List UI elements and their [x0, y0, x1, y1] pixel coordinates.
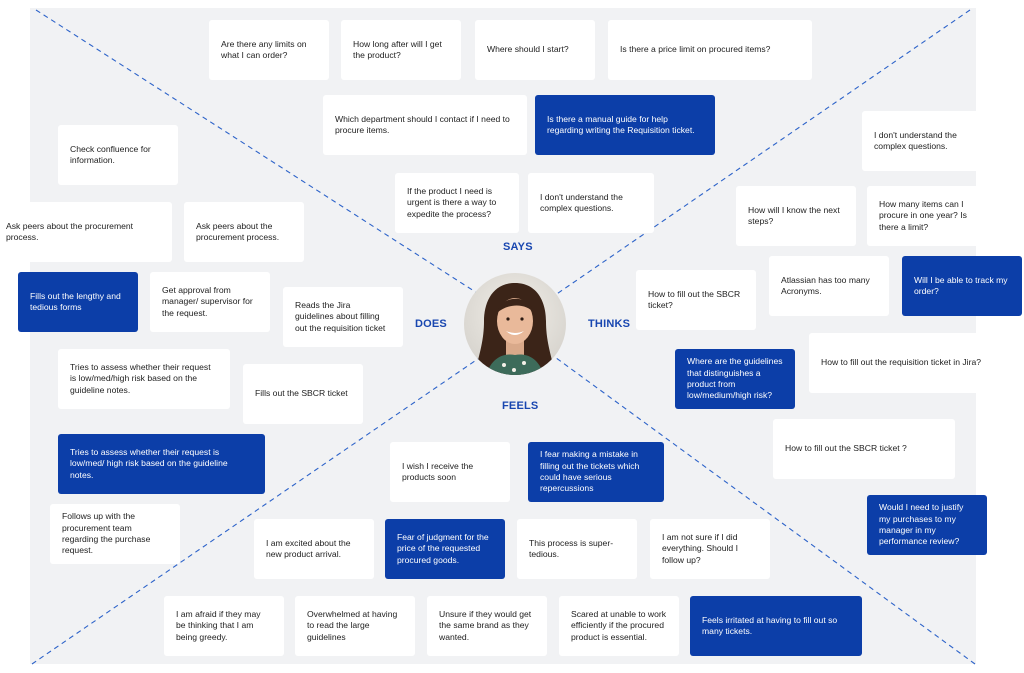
- says-note: Where should I start?: [475, 20, 595, 80]
- says-note: If the product I need is urgent is there…: [395, 173, 519, 233]
- thinks-note: How many items can I procure in one year…: [867, 186, 997, 246]
- persona-portrait-image: [474, 283, 556, 375]
- thinks-note: How will I know the next steps?: [736, 186, 856, 246]
- says-note: Which department should I contact if I n…: [323, 95, 527, 155]
- says-note: Are there any limits on what I can order…: [209, 20, 329, 80]
- says-note: I don't understand the complex questions…: [528, 173, 654, 233]
- feels-label: FEELS: [502, 400, 539, 412]
- does-note: Get approval from manager/ supervisor fo…: [150, 272, 270, 332]
- persona-avatar: [464, 273, 566, 375]
- does-note-highlighted: Fills out the lengthy and tedious forms: [18, 272, 138, 332]
- feels-note-highlighted: Fear of judgment for the price of the re…: [385, 519, 505, 579]
- thinks-note: I don't understand the complex questions…: [862, 111, 990, 171]
- feels-note: I wish I receive the products soon: [390, 442, 510, 502]
- thinks-label: THINKS: [588, 318, 631, 330]
- does-note: Fills out the SBCR ticket: [243, 364, 363, 424]
- feels-note: Overwhelmed at having to read the large …: [295, 596, 415, 656]
- thinks-note: How to fill out the SBCR ticket ?: [773, 419, 955, 479]
- says-note: How long after will I get the product?: [341, 20, 461, 80]
- does-note: Tries to assess whether their request is…: [58, 349, 230, 409]
- thinks-note: How to fill out the SBCR ticket?: [636, 270, 756, 330]
- divider-line-bottom-left: [31, 351, 489, 665]
- thinks-note-highlighted: Will I be able to track my order?: [902, 256, 1022, 316]
- feels-note: Scared at unable to work efficiently if …: [559, 596, 679, 656]
- says-note-highlighted: Is there a manual guide for help regardi…: [535, 95, 715, 155]
- feels-note: This process is super-tedious.: [517, 519, 637, 579]
- says-label: SAYS: [503, 241, 533, 253]
- does-note-highlighted: Tries to assess whether their request is…: [58, 434, 265, 494]
- does-note: Check confluence for information.: [58, 125, 178, 185]
- feels-note: I am not sure if I did everything. Shoul…: [650, 519, 770, 579]
- thinks-note-highlighted: Where are the guidelines that distinguis…: [675, 349, 795, 409]
- does-label: DOES: [415, 318, 447, 330]
- feels-note: I am excited about the new product arriv…: [254, 519, 374, 579]
- feels-note-highlighted: I fear making a mistake in filling out t…: [528, 442, 664, 502]
- does-note: Ask peers about the procurement process.: [184, 202, 304, 262]
- does-note: Follows up with the procurement team reg…: [50, 504, 180, 564]
- feels-note: Unsure if they would get the same brand …: [427, 596, 547, 656]
- thinks-note-highlighted: Would I need to justify my purchases to …: [867, 495, 987, 555]
- divider-line-bottom-right: [547, 351, 976, 665]
- thinks-note: How to fill out the requisition ticket i…: [809, 333, 993, 393]
- feels-note: I am afraid if they may be thinking that…: [164, 596, 284, 656]
- does-note: Reads the Jira guidelines about filling …: [283, 287, 403, 347]
- thinks-note: Atlassian has too many Acronyms.: [769, 256, 889, 316]
- does-note: Ask peers about the procurement process.: [0, 202, 172, 262]
- divider-line-top-right: [547, 9, 971, 301]
- feels-note-highlighted: Feels irritated at having to fill out so…: [690, 596, 862, 656]
- says-note: Is there a price limit on procured items…: [608, 20, 812, 80]
